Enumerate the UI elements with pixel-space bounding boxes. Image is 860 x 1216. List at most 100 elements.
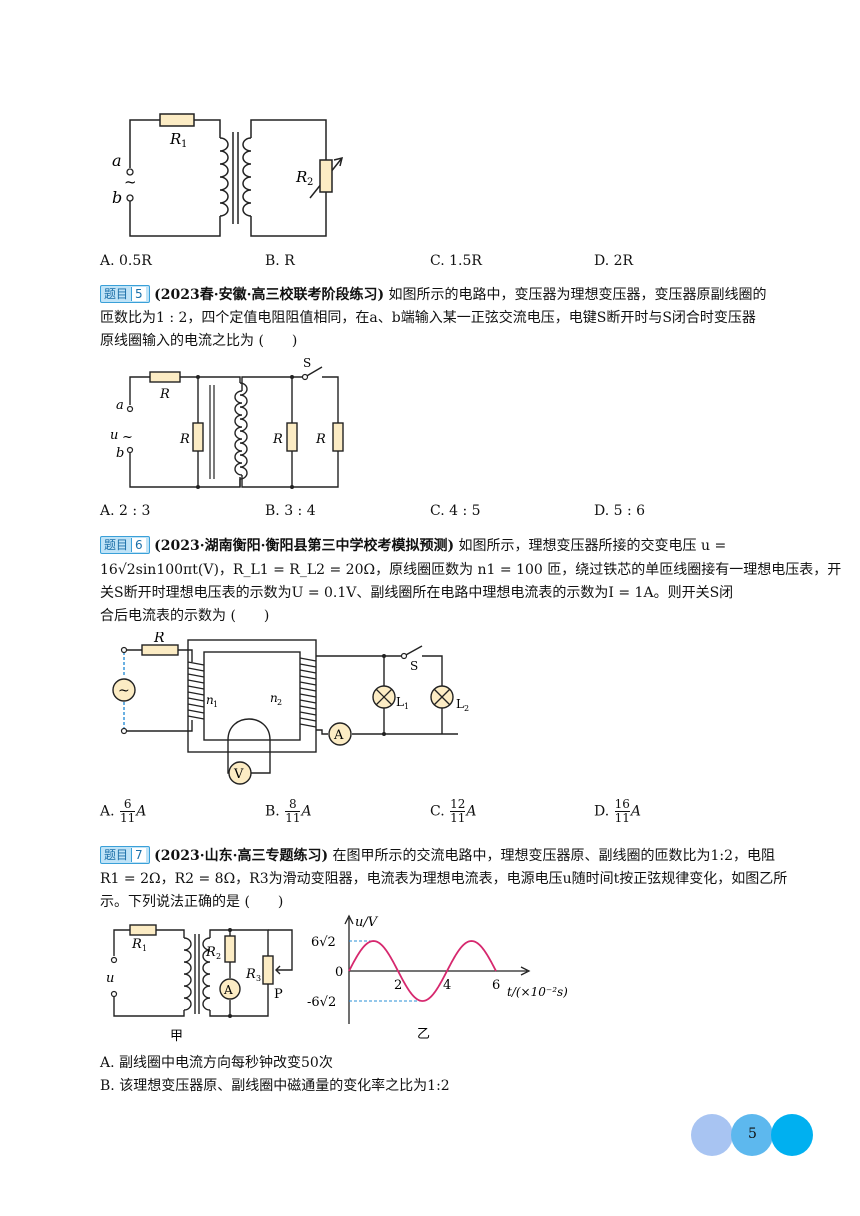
q7-yi-label: 乙 [417,1027,430,1042]
q7-circuit-figure: A R 1 R 2 R 3 P u 甲 [106,924,293,1044]
q6-ammeter [328,722,352,746]
page-circle-1 [691,1114,733,1156]
svg-text:R: R [272,432,283,447]
q5-option-d[interactable]: D. 5 : 6 [594,503,646,519]
svg-text:S: S [303,356,311,370]
svg-text:L: L [456,697,464,711]
q7-r3-rheostat [262,955,274,985]
q4-r2-resistor [319,159,333,193]
svg-text:b: b [116,446,124,461]
q5-r-primary-parallel [192,422,204,452]
svg-text:甲: 甲 [170,1029,183,1044]
q7-sine-curve [348,940,497,1002]
q4-option-d[interactable]: D. 2R [594,253,634,269]
svg-text:R: R [245,967,256,982]
q4-r1-resistor [159,113,195,127]
svg-text:R: R [205,945,216,960]
page-number: 5 [748,1126,757,1142]
svg-text:1: 1 [181,139,187,150]
svg-text:n: n [270,691,278,705]
q5-r-series [149,371,181,383]
svg-text:2: 2 [464,704,469,713]
q4-option-c[interactable]: C. 1.5R [430,253,482,269]
q7-xtick-4: 4 [443,978,451,993]
svg-text:n: n [206,693,214,707]
q7-line3: 示。下列说法正确的是 ( ) [100,894,284,910]
q5-source: (2023春·安徽·高三校联考阶段练习) [154,287,385,303]
q6-circuit-figure: ~ R n 1 n 2 A V S L 1 L 2 [112,632,469,785]
svg-text:R: R [153,632,165,646]
svg-text:a: a [112,151,122,170]
svg-text:2: 2 [216,952,221,961]
svg-text:R: R [179,432,190,447]
q6-line3: 关S断开时理想电压表的示数为U = 0.1V、副线圈所在电路中理想电流表的示数为… [100,585,734,601]
q5-line3: 原线圈输入的电流之比为 ( ) [100,333,298,349]
q4-circuit-figure: R 1 R 2 a ~ b [112,113,344,237]
svg-text:b: b [112,188,122,207]
q5-circuit-figure: R R R R S a u ~ b [110,356,344,489]
svg-text:1: 1 [213,700,218,709]
svg-text:R: R [295,168,307,186]
q5-r-secondary-2 [332,422,344,452]
q7-option-b[interactable]: B. 该理想变压器原、副线圈中磁通量的变化率之比为1:2 [100,1078,450,1094]
svg-text:~: ~ [122,430,133,445]
svg-text:2: 2 [277,698,282,707]
q7-ylabel: u/V [355,915,379,930]
svg-text:R: R [169,130,181,148]
page-circle-3 [771,1114,813,1156]
q6-line4: 合后电流表的示数为 ( ) [100,608,270,624]
q7-ammeter [219,978,241,1000]
q7-xlabel: t/(×10⁻²s) [507,985,568,999]
q6-r-resistor [141,644,179,656]
q5-option-a[interactable]: A. 2 : 3 [100,503,151,519]
q5-line2: 匝数比为1 : 2，四个定值电阻阻值相同，在a、b端输入某一正弦交流电压，电键S… [100,310,756,326]
q6-lamp-l1 [372,685,396,709]
q6-lamp-l2 [430,685,454,709]
q4-option-a[interactable]: A. 0.5R [100,253,152,269]
q7-option-a[interactable]: A. 副线圈中电流方向每秒钟改变50次 [100,1055,333,1071]
q7-ytick-top: 6√2 [311,935,336,950]
svg-text:P: P [274,987,283,1002]
svg-text:u: u [110,428,118,443]
q6-voltmeter [228,761,252,785]
svg-text:A: A [223,983,233,997]
svg-text:S: S [410,659,418,673]
svg-text:R: R [131,937,142,952]
svg-text:V: V [233,767,244,782]
q7-xtick-0: 0 [335,965,343,980]
q7-r2-resistor [224,935,236,963]
q4-option-b[interactable]: B. R [265,253,295,269]
svg-text:1: 1 [142,944,147,953]
svg-text:L: L [396,695,404,709]
q5-r-secondary-1 [286,422,298,452]
q7-r1-resistor [129,924,157,936]
q6-ac-source [112,678,136,702]
svg-text:A: A [333,728,344,743]
svg-text:1: 1 [404,702,409,711]
svg-text:2: 2 [307,177,313,188]
svg-text:~: ~ [118,683,130,699]
q6-source: (2023·湖南衡阳·衡阳县第三中学校考模拟预测) [154,538,455,554]
svg-text:a: a [116,398,124,413]
svg-text:R: R [159,387,170,402]
svg-text:~: ~ [124,173,137,191]
svg-text:R: R [315,432,326,447]
page-circle-2 [731,1114,773,1156]
q5-option-c[interactable]: C. 4 : 5 [430,503,481,519]
q6-line2: 16√2sin100πt(V)，R_L1 = R_L2 = 20Ω，原线圈匝数为… [100,562,842,578]
svg-text:u: u [106,971,114,986]
q5-option-b[interactable]: B. 3 : 4 [265,503,316,519]
svg-text:3: 3 [256,974,261,983]
q7-xtick-6: 6 [492,978,500,993]
